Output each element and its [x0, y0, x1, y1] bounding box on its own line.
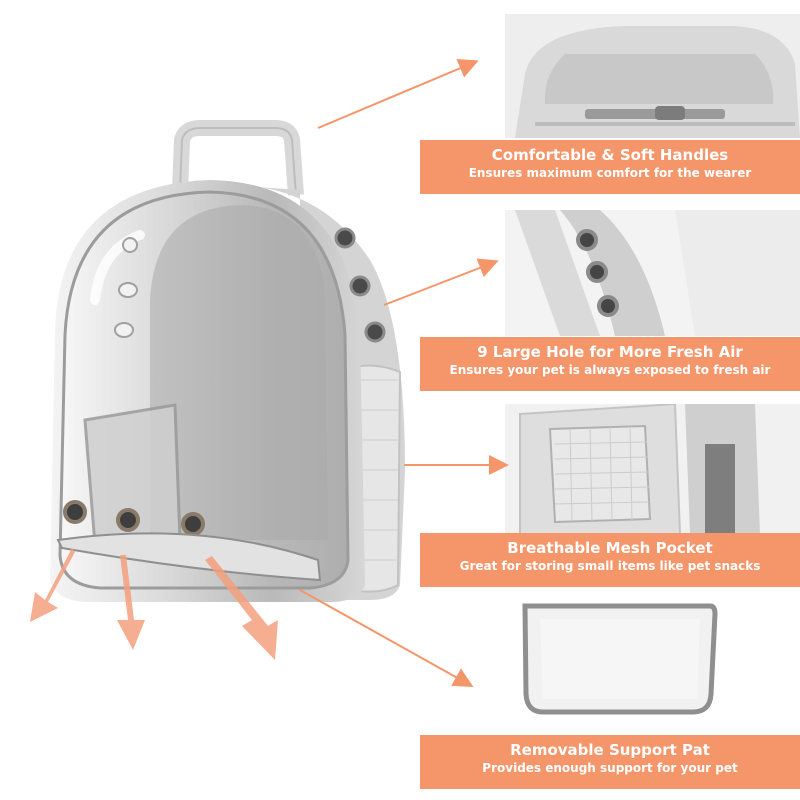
- feature-title: Removable Support Pat: [510, 741, 710, 759]
- feature-banner-mesh-pocket: Breathable Mesh Pocket Great for storing…: [420, 533, 800, 587]
- feature-banner-air-holes: 9 Large Hole for More Fresh Air Ensures …: [420, 337, 800, 391]
- feature-title: Breathable Mesh Pocket: [507, 539, 713, 557]
- support-pad-image: [505, 594, 800, 722]
- feature-subtitle: Ensures your pet is always exposed to fr…: [449, 363, 771, 377]
- feature-subtitle: Provides enough support for your pet: [482, 761, 738, 775]
- feature-subtitle: Ensures maximum comfort for the wearer: [468, 166, 752, 180]
- feature-title: 9 Large Hole for More Fresh Air: [477, 343, 743, 361]
- feature-title: Comfortable & Soft Handles: [491, 146, 729, 164]
- handles-closeup-image: [505, 14, 800, 138]
- feature-subtitle: Great for storing small items like pet s…: [459, 559, 761, 573]
- mesh-pocket-closeup-image: [505, 404, 800, 534]
- feature-banner-handles: Comfortable & Soft Handles Ensures maxim…: [420, 140, 800, 194]
- feature-banner-support-pad: Removable Support Pat Provides enough su…: [420, 735, 800, 789]
- backpack-product-image: [30, 120, 405, 660]
- air-holes-closeup-image: [505, 210, 800, 336]
